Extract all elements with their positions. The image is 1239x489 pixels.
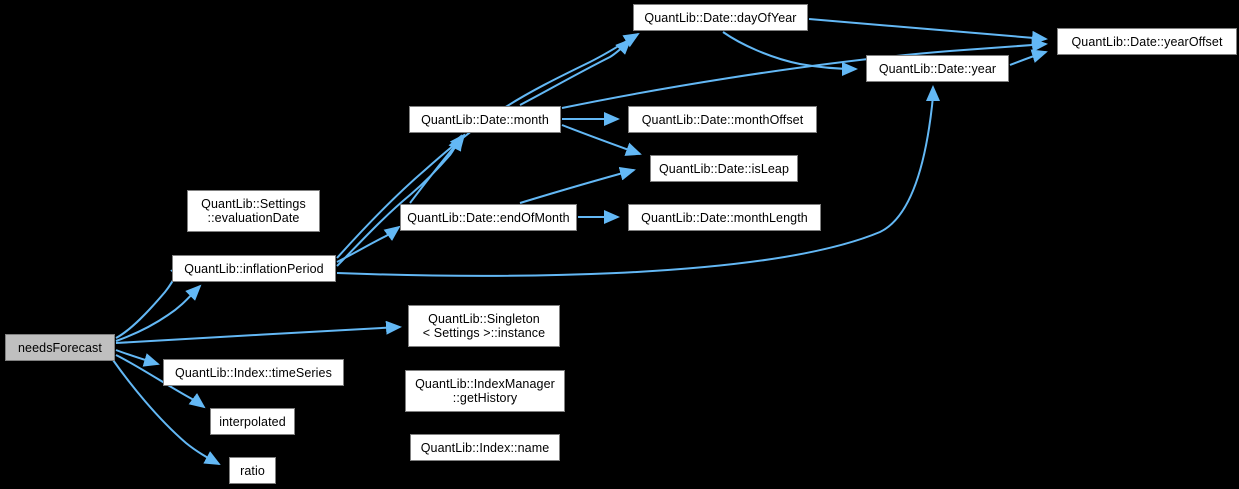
call-edge [561,124,642,156]
call-edge [808,18,1048,45]
call-edge [115,320,402,344]
call-edge [1009,49,1048,66]
call-edge [561,38,1048,109]
graph-node-label: QuantLib::Date::month [421,112,549,127]
graph-node-label: QuantLib::Date::monthOffset [641,112,804,127]
graph-node-label: QuantLib::Date::yearOffset [1071,34,1223,49]
graph-node-label: QuantLib::inflationPeriod [184,261,324,276]
call-edge [336,225,401,263]
graph-node-dateDayOfYear[interactable]: QuantLib::Date::dayOfYear [633,4,808,31]
graph-node-dateYearOffset[interactable]: QuantLib::Date::yearOffset [1057,28,1237,55]
call-edge [115,349,160,367]
graph-node-singletonInstance[interactable]: QuantLib::Singleton< Settings >::instanc… [408,305,560,347]
call-edge [115,354,206,409]
graph-node-indexManagerGetHistory[interactable]: QuantLib::IndexManager::getHistory [405,370,565,412]
graph-node-settingsEvaluationDate[interactable]: QuantLib::Settings::evaluationDate [187,190,320,232]
graph-node-dateMonthOffset[interactable]: QuantLib::Date::monthOffset [628,106,817,133]
graph-node-dateEndOfMonth[interactable]: QuantLib::Date::endOfMonth [400,204,577,231]
call-edge [519,38,632,106]
graph-node-dateIsLeap[interactable]: QuantLib::Date::isLeap [650,155,798,182]
graph-node-indexTimeSeries[interactable]: QuantLib::Index::timeSeries [163,359,344,386]
graph-node-label: QuantLib::IndexManager [415,377,555,391]
graph-node-label: QuantLib::Index::name [420,440,550,455]
call-edge [115,284,202,342]
graph-node-label: ::getHistory [452,391,518,405]
graph-node-label: ::evaluationDate [207,211,300,225]
call-edge [336,85,940,277]
call-edge [519,166,636,204]
graph-node-inflationPeriod[interactable]: QuantLib::inflationPeriod [172,255,336,282]
graph-node-label: QuantLib::Date::isLeap [658,161,790,176]
graph-node-needsForecast[interactable]: needsForecast [5,334,115,361]
graph-node-label: QuantLib::Date::monthLength [641,210,808,225]
graph-node-label: QuantLib::Date::dayOfYear [644,10,797,25]
graph-node-dateMonthLength[interactable]: QuantLib::Date::monthLength [628,204,821,231]
call-edge [722,31,858,76]
graph-node-label: QuantLib::Singleton [428,312,540,326]
graph-node-label: < Settings >::instance [422,326,546,340]
graph-node-label: QuantLib::Settings [201,197,306,211]
graph-node-label: QuantLib::Date::year [878,61,997,76]
graph-node-label: QuantLib::Index::timeSeries [175,365,332,380]
call-edge [409,133,466,204]
graph-node-interpolated[interactable]: interpolated [210,408,295,435]
edge-layer [112,18,1048,465]
graph-node-dateYear[interactable]: QuantLib::Date::year [866,55,1009,82]
graph-node-label: needsForecast [18,340,102,355]
graph-node-ratio[interactable]: ratio [229,457,276,484]
graph-node-indexName[interactable]: QuantLib::Index::name [410,434,560,461]
graph-node-label: ratio [240,463,265,478]
call-edge [112,359,221,465]
graph-node-label: interpolated [219,414,286,429]
graph-node-dateMonth[interactable]: QuantLib::Date::month [409,106,561,133]
graph-node-label: QuantLib::Date::endOfMonth [407,210,570,225]
